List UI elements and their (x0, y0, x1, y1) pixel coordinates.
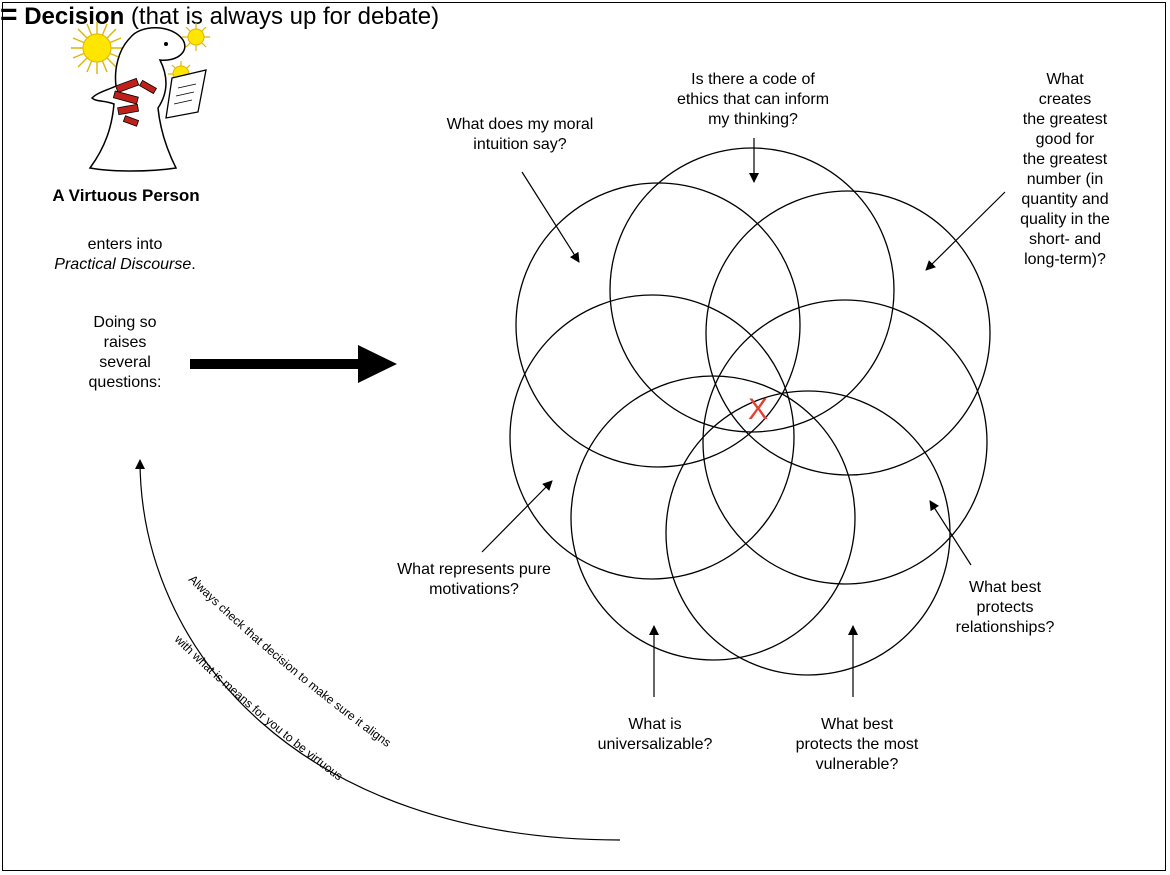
arrow-pure-motivations (481, 480, 553, 553)
question-pure-motivations: What represents pure motivations? (397, 561, 551, 598)
circle-universalizable (570, 375, 856, 661)
discourse-term: Practical Discourse (54, 256, 192, 273)
circle-most-vulnerable (665, 390, 951, 676)
question-most-vulnerable: What best protects the most vulnerable? (795, 716, 919, 773)
question-greatest-good: What creates the greatest good for the g… (1020, 71, 1110, 268)
circle-code-of-ethics (609, 147, 895, 433)
question-universalizable: What is universalizable? (597, 716, 713, 753)
decision-note: (that is always up for debate) (130, 3, 440, 30)
center-mark: X (748, 393, 768, 426)
discourse-prefix: enters into (87, 236, 163, 253)
question-moral-intuition: What does my moral intuition say? (446, 116, 594, 153)
feedback-text-line2: with what is means for you to be virtuou… (171, 631, 345, 783)
questions-intro: Doing so raises several questions: (88, 314, 162, 391)
big-arrow (190, 345, 397, 383)
person-title: A Virtuous Person (52, 186, 200, 205)
feedback-text-line1: Always check that decision to make sure … (186, 572, 394, 750)
arrow-greatest-good (925, 191, 1006, 271)
discourse-suffix: . (191, 256, 196, 273)
equals-sign: = (0, 0, 18, 31)
decision-word: Decision (24, 3, 125, 30)
sun-icon (182, 23, 210, 51)
question-code-of-ethics: Is there a code of ethics that can infor… (676, 71, 830, 128)
arrow-relationships (929, 500, 972, 566)
feedback-arrow (135, 459, 621, 841)
virtuous-person-illustration (71, 22, 210, 172)
arrow-moral-intuition (521, 171, 580, 263)
question-relationships: What best protects relationships? (955, 579, 1055, 636)
sun-icon (71, 22, 123, 74)
circle-relationships (702, 299, 988, 585)
circle-pure-motivations (509, 294, 795, 580)
practical-discourse-text: enters into Practical Discourse. (50, 235, 200, 275)
decision-line: = Decision (that is always up for debate… (0, 0, 1170, 32)
